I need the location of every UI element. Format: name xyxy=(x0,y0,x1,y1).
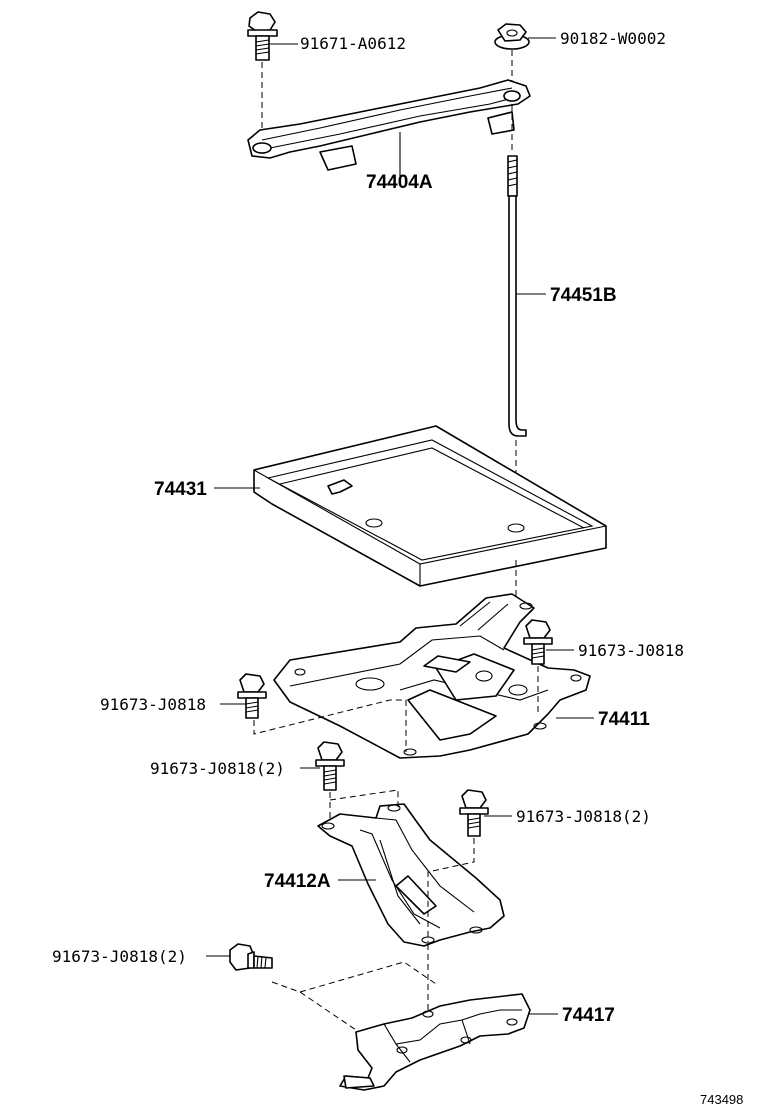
label-74411: 74411 xyxy=(598,709,650,730)
battery-carrier-74411 xyxy=(273,593,594,759)
bolt-91673-J0818-2-upper xyxy=(300,741,399,820)
label-74431: 74431 xyxy=(154,479,207,500)
bolt-91673-J0818-left xyxy=(220,673,407,752)
battery-brace-74412A xyxy=(317,803,505,947)
label-74412A: 74412A xyxy=(264,871,331,892)
bolt-91673-J0818-2-lower xyxy=(206,943,437,1031)
label-74404A: 74404A xyxy=(366,172,433,193)
battery-clamp-74404A xyxy=(247,79,531,176)
label-91673-J0818-left: 91673-J0818 xyxy=(100,695,206,714)
battery-tray-74431 xyxy=(214,425,607,587)
label-74417: 74417 xyxy=(562,1005,615,1026)
figure-number: 743498 xyxy=(700,1092,743,1107)
label-90182-W0002: 90182-W0002 xyxy=(560,29,666,48)
nut-90182-W0002 xyxy=(494,23,556,120)
label-91671-A0612: 91671-A0612 xyxy=(300,34,406,53)
battery-rod-74451B xyxy=(507,104,546,520)
support-bracket-74417 xyxy=(339,993,558,1091)
bolt-91673-J0818-2-right xyxy=(427,789,512,942)
label-91673-J0818-2-lower: 91673-J0818(2) xyxy=(52,947,187,966)
label-91673-J0818-right: 91673-J0818 xyxy=(578,641,684,660)
label-91673-J0818-2-upper: 91673-J0818(2) xyxy=(150,759,285,778)
label-91673-J0818-2-right: 91673-J0818(2) xyxy=(516,807,651,826)
label-74451B: 74451B xyxy=(550,285,617,306)
bolt-91673-J0818-right xyxy=(523,619,574,716)
